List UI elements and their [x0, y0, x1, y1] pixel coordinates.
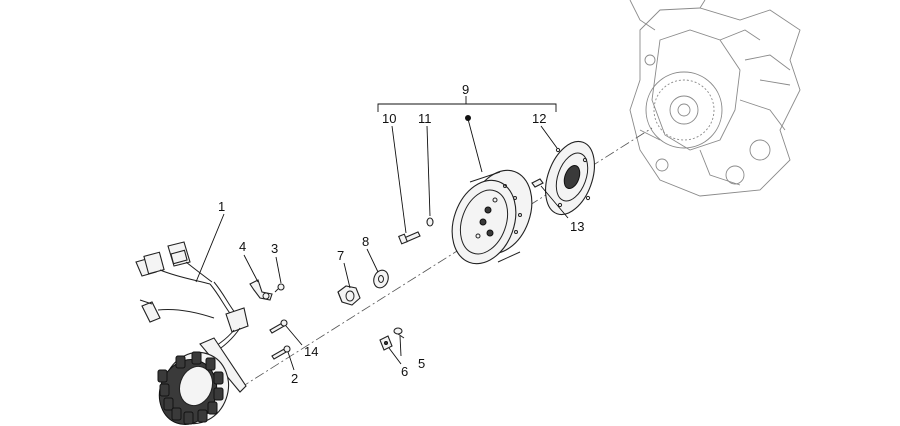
callout-12: 12	[532, 111, 546, 126]
callout-3: 3	[271, 241, 278, 256]
screw-part-14	[269, 319, 288, 334]
stator-coils	[157, 351, 224, 425]
woodruff-key-part-13	[531, 178, 544, 188]
washer-part-8	[373, 269, 389, 289]
screw-part-3	[274, 283, 285, 293]
starter-clutch-part-12	[545, 140, 595, 216]
callout-6: 6	[401, 364, 408, 379]
callout-9: 9	[462, 82, 469, 97]
stator-harness-part-1	[135, 241, 249, 425]
callout-1: 1	[218, 199, 225, 214]
callout-7: 7	[337, 248, 344, 263]
washer-part-11	[426, 217, 434, 227]
callout-labels: 1 2 3 4 5 6 7 8 9 10 11 12 13 14	[218, 82, 584, 386]
callout-4: 4	[239, 239, 246, 254]
callout-5: 5	[418, 356, 425, 371]
flywheel-marker-dot	[465, 115, 471, 121]
flywheel-rotor-part-9	[451, 169, 533, 265]
callout-8: 8	[362, 234, 369, 249]
engine-crankcase	[629, 0, 801, 197]
screw-part-2	[271, 345, 291, 360]
bolt-part-10	[398, 231, 421, 245]
callout-14: 14	[304, 344, 318, 359]
cable-clamp-part-4	[249, 279, 273, 301]
callout-13: 13	[570, 219, 584, 234]
nut-part-7	[337, 285, 361, 306]
callout-2: 2	[291, 371, 298, 386]
clip-part-6	[379, 335, 393, 351]
screw-part-5	[393, 327, 405, 339]
leader-lines	[195, 96, 569, 371]
callout-10: 10	[382, 111, 396, 126]
callout-11: 11	[418, 111, 432, 126]
